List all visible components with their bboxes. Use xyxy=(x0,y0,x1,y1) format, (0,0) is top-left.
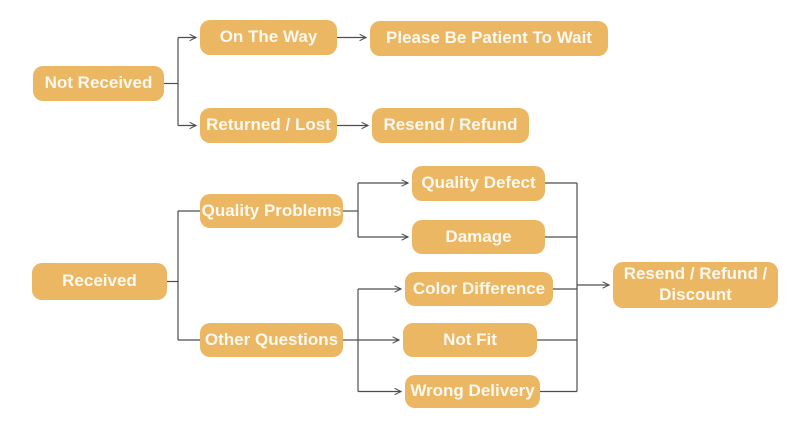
node-resend-refund: Resend / Refund xyxy=(372,108,529,143)
node-not-fit: Not Fit xyxy=(403,323,537,357)
node-please-be-patient-to-wait: Please Be Patient To Wait xyxy=(370,21,608,56)
node-color-difference: Color Difference xyxy=(405,272,553,306)
node-returned-lost: Returned / Lost xyxy=(200,108,337,143)
node-quality-problems: Quality Problems xyxy=(200,194,343,228)
node-on-the-way: On The Way xyxy=(200,20,337,55)
node-damage: Damage xyxy=(412,220,545,254)
node-resend-refund-discount: Resend / Refund / Discount xyxy=(613,262,778,308)
node-quality-defect: Quality Defect xyxy=(412,166,545,201)
node-wrong-delivery: Wrong Delivery xyxy=(405,375,540,408)
node-other-questions: Other Questions xyxy=(200,323,343,357)
node-not-received: Not Received xyxy=(33,66,164,101)
node-received: Received xyxy=(32,263,167,300)
